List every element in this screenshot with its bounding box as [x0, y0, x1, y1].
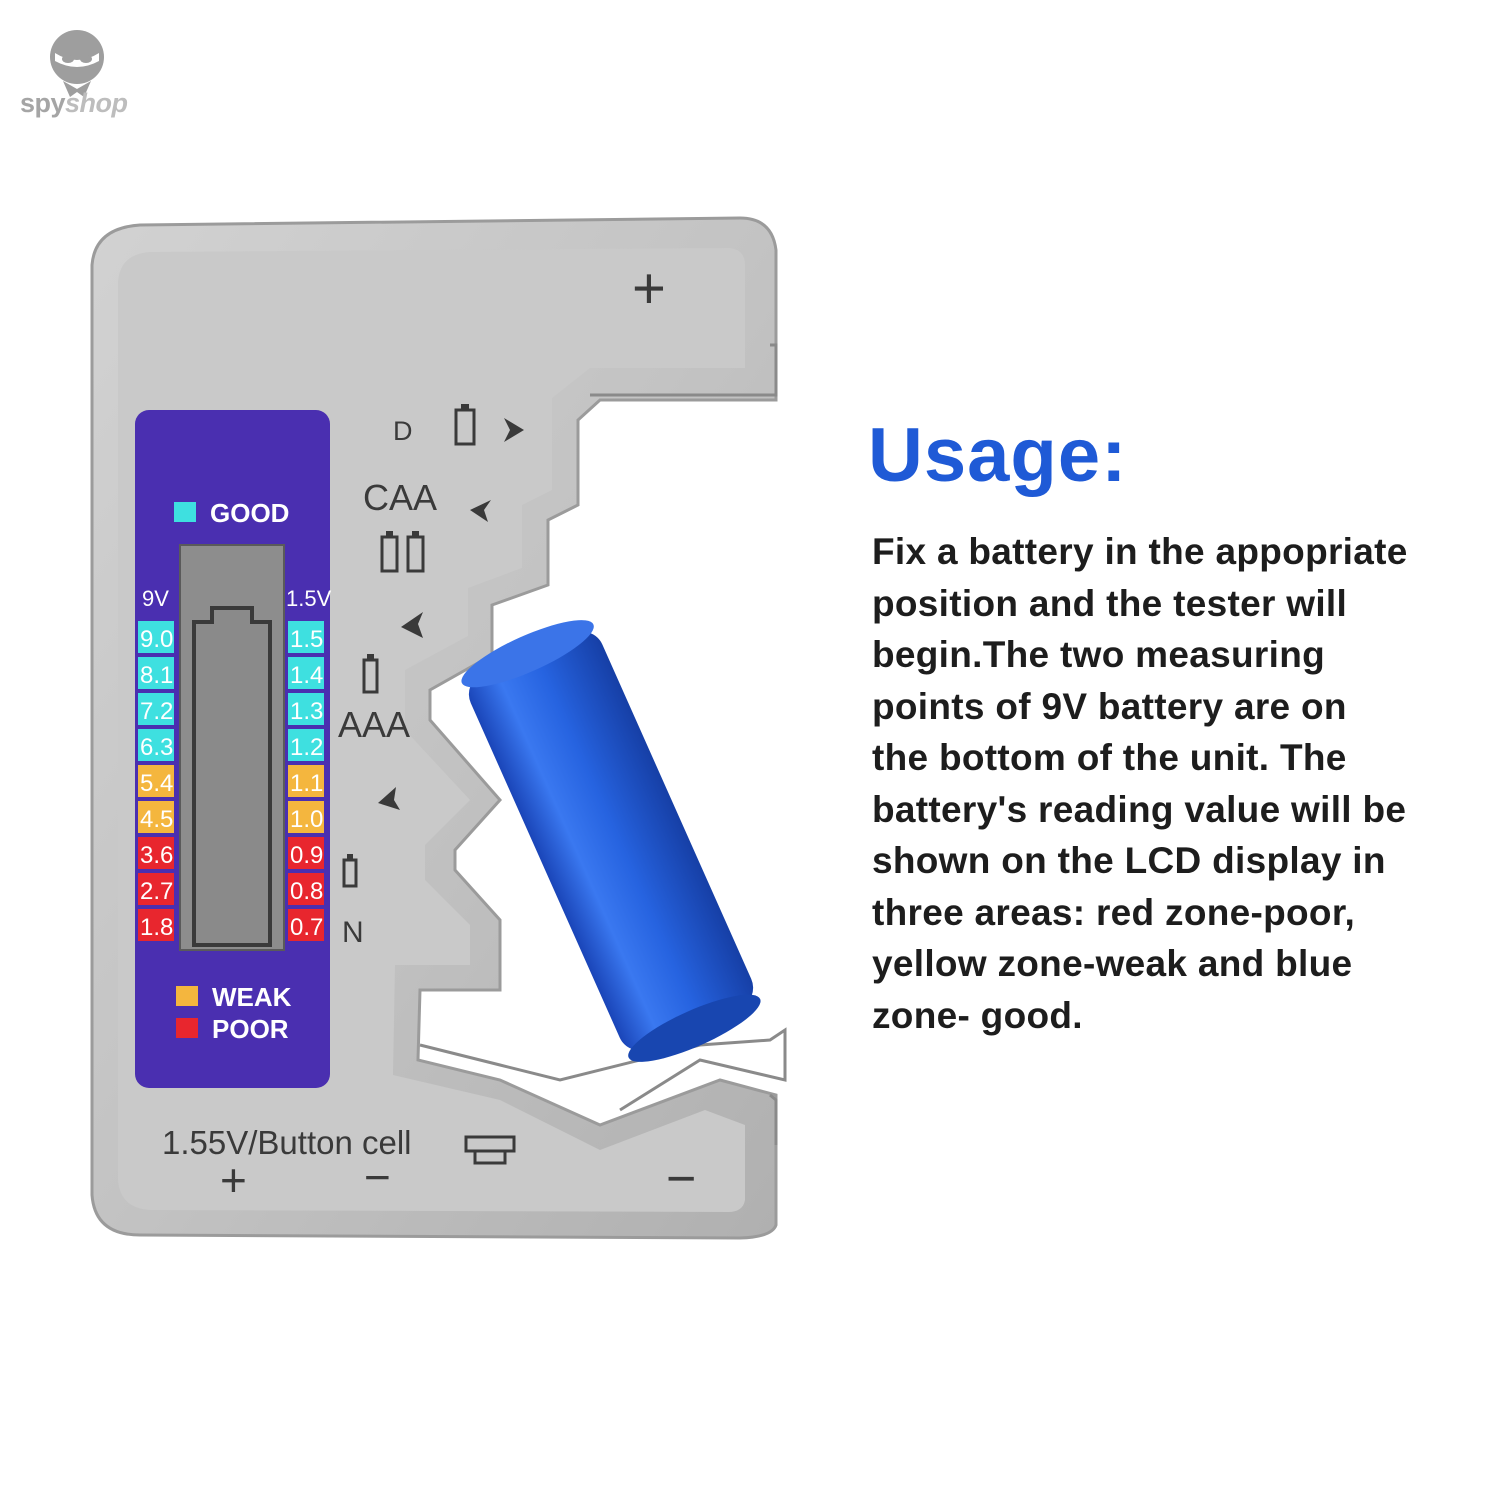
- slot-label-d: D: [393, 416, 413, 446]
- usage-line: points of 9V battery are on: [872, 685, 1347, 727]
- aa-battery-cap: [412, 531, 419, 537]
- terminal-minus-bottom-right: −: [666, 1150, 696, 1208]
- terminal-minus-button-cell: −: [364, 1151, 391, 1203]
- scale-zone-bar: [138, 909, 174, 941]
- scale-value-label: 2.7: [140, 878, 173, 905]
- usage-line: Fix a battery in the appopriate: [872, 531, 1408, 572]
- scale-value-label: 1.3: [290, 698, 323, 725]
- spring-contact-top: [590, 343, 778, 397]
- brand-name-part2: shop: [65, 88, 128, 118]
- scale-zone-bar: [288, 873, 324, 905]
- button-cell-label: 1.55V/Button cell: [162, 1124, 412, 1161]
- scale-zone-bar: [138, 765, 174, 797]
- usage-line: battery's reading value will be: [872, 788, 1407, 830]
- scale-zone-bar: [288, 765, 324, 797]
- scale-zone-bar: [288, 621, 324, 653]
- scale-value-label: 0.9: [290, 842, 323, 869]
- legend-poor-label: POOR: [212, 1014, 289, 1044]
- scale-value-label: 7.2: [140, 698, 173, 725]
- scale-value-label: 0.8: [290, 878, 323, 905]
- scale-zone-bar: [288, 801, 324, 833]
- scale-zone-bar: [138, 729, 174, 761]
- button-cell-slot-icon: [464, 1135, 516, 1165]
- legend-good-label: GOOD: [210, 498, 289, 528]
- scale-value-label: 1.0: [290, 806, 323, 833]
- slot-label-caa: CAA: [363, 477, 437, 518]
- lcd-battery-outline-icon: [192, 606, 272, 947]
- scale-value-label: 1.4: [290, 662, 323, 689]
- scale-value-label: 9.0: [140, 626, 173, 653]
- slot-label-n: N: [342, 916, 364, 949]
- scale-zone-bar: [138, 837, 174, 869]
- scale-value-label: 5.4: [140, 770, 173, 797]
- usage-line: yellow zone-weak and blue: [872, 943, 1353, 984]
- scale-9v-header: 9V: [142, 586, 169, 611]
- c-battery-cap: [386, 531, 393, 537]
- legend-weak-label: WEAK: [212, 982, 292, 1012]
- battery-tester: GOOD 9V 1.5V 9.0 8.1 7.2 6.3 5.4 4.5 3.6 2.7 1.8…: [90, 216, 787, 1240]
- scale-value-label: 1.2: [290, 734, 323, 761]
- brand-wordmark: spyshop: [20, 88, 128, 119]
- usage-line: shown on the LCD display in: [872, 840, 1386, 881]
- d-battery-cap: [461, 404, 469, 410]
- scale-15v-header: 1.5V: [286, 586, 332, 611]
- scale-value-label: 6.3: [140, 734, 173, 761]
- scale-zone-bar: [138, 693, 174, 725]
- aaa-arrow-icon: [378, 787, 400, 810]
- scale-zone-bar: [288, 909, 324, 941]
- good-swatch: [174, 502, 196, 522]
- scale-value-label: 1.5: [290, 626, 323, 653]
- scale-zone-bar: [138, 621, 174, 653]
- scale-value-label: 3.6: [140, 842, 173, 869]
- n-battery-cap: [347, 854, 353, 860]
- terminal-plus-bottom: +: [220, 1154, 247, 1206]
- scale-value-label: 0.7: [290, 914, 323, 941]
- d-arrow-icon: [504, 418, 524, 442]
- scale-cells: 9.0 8.1 7.2 6.3 5.4 4.5 3.6 2.7 1.8 1.5 1.4 1.3 1.2 1…: [138, 621, 324, 941]
- usage-line: three areas: red zone-poor,: [872, 891, 1356, 933]
- scale-zone-bar: [288, 693, 324, 725]
- spring-contact-bottom: [419, 1027, 787, 1145]
- aa-arrow-icon: [401, 612, 423, 638]
- brand-name-part1: spy: [20, 88, 66, 118]
- scale-value-label: 1.1: [290, 770, 323, 797]
- poor-swatch: [176, 1018, 198, 1038]
- scale-value-label: 8.1: [140, 662, 173, 689]
- usage-title: Usage:: [868, 413, 1128, 498]
- aaa-battery-cap: [367, 654, 374, 660]
- scale-zone-bar: [138, 801, 174, 833]
- usage-line: the bottom of the unit. The: [872, 737, 1347, 778]
- blue-battery-cylinder: [461, 620, 761, 1062]
- spyshop-logo: [50, 30, 104, 97]
- scale-value-label: 4.5: [140, 806, 173, 833]
- slot-label-aaa: AAA: [338, 704, 410, 745]
- spy-mascot-icon: [50, 30, 104, 97]
- scale-zone-bar: [138, 657, 174, 689]
- scale-zone-bar: [138, 873, 174, 905]
- scale-zone-bar: [288, 837, 324, 869]
- weak-swatch: [176, 986, 198, 1006]
- scale-zone-bar: [288, 657, 324, 689]
- scale-zone-bar: [288, 729, 324, 761]
- usage-line: zone- good.: [872, 994, 1083, 1036]
- usage-description: Fix a battery in the appopriate position …: [872, 526, 1472, 1041]
- scale-value-label: 1.8: [140, 914, 173, 941]
- usage-line: position and the tester will: [872, 582, 1348, 624]
- caa-arrow-icon: [470, 500, 491, 522]
- usage-line: begin.The two measuring: [872, 634, 1325, 675]
- terminal-plus-top: +: [632, 256, 666, 321]
